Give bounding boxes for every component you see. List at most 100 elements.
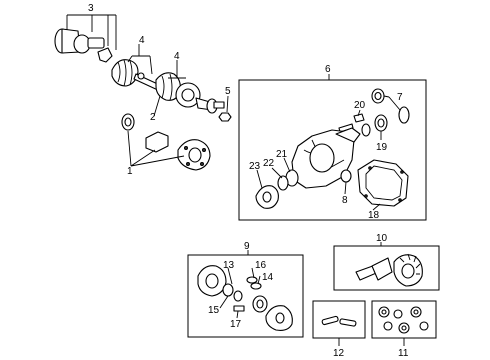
carrier-bore bbox=[309, 143, 335, 173]
side-gear bbox=[222, 283, 234, 297]
bearing-19-inner bbox=[377, 118, 385, 128]
carrier-assembly bbox=[255, 88, 410, 211]
cover-bolt bbox=[368, 166, 372, 170]
axle-clamp bbox=[137, 72, 145, 80]
callout-2: 2 bbox=[150, 112, 156, 123]
axle-stub bbox=[87, 37, 105, 49]
seal-7-b bbox=[398, 106, 410, 124]
shim-kit bbox=[321, 315, 357, 327]
callout-8: 8 bbox=[342, 195, 348, 206]
callout-18: 18 bbox=[368, 210, 380, 221]
gear-kit bbox=[378, 306, 429, 334]
callout-1: 1 bbox=[127, 166, 133, 177]
flange-bolt-hole bbox=[186, 162, 190, 166]
diff-case-bore bbox=[205, 273, 219, 289]
box-6-carrier-assembly bbox=[238, 79, 427, 221]
callout-20: 20 bbox=[354, 100, 366, 111]
callout-11: 11 bbox=[398, 348, 409, 359]
ring-gear-center bbox=[401, 263, 415, 279]
leader-15 bbox=[219, 295, 229, 309]
callout-13: 13 bbox=[223, 260, 235, 271]
seal-8 bbox=[340, 169, 352, 183]
callout-6: 6 bbox=[325, 64, 331, 75]
boot-ribs bbox=[117, 59, 133, 87]
pinion-washer-2 bbox=[250, 282, 262, 290]
axle-outer-spline bbox=[213, 101, 225, 109]
kit-gear-6 bbox=[419, 321, 429, 331]
leader-23 bbox=[256, 169, 263, 189]
cover-bolt bbox=[398, 198, 402, 202]
pinion-washer bbox=[246, 276, 258, 284]
carrier-nose bbox=[335, 127, 361, 143]
spacer bbox=[361, 123, 371, 137]
leader-2 bbox=[153, 95, 161, 117]
callout-4-left: 4 bbox=[139, 35, 145, 46]
axle-outer-joint-center bbox=[181, 88, 195, 102]
axle-nut bbox=[218, 112, 232, 122]
kit-gear-2 bbox=[393, 309, 403, 319]
side-gear-2-hub bbox=[275, 312, 285, 324]
callout-7: 7 bbox=[397, 92, 403, 103]
vent-plug bbox=[353, 113, 365, 123]
shim-b bbox=[339, 318, 357, 327]
flange-bolt-hole bbox=[200, 162, 204, 166]
thrust-washer bbox=[233, 290, 243, 302]
shim-a bbox=[321, 315, 339, 326]
side-seal-22 bbox=[277, 175, 289, 191]
leader-8 bbox=[344, 181, 347, 195]
seal-7-a-inner bbox=[374, 91, 382, 101]
pinion-shaft bbox=[233, 305, 245, 312]
kit-gear-3-hub bbox=[413, 309, 419, 315]
leader-17 bbox=[236, 310, 239, 319]
callout-10: 10 bbox=[376, 233, 388, 244]
kit-gear-5-hub bbox=[401, 325, 407, 331]
boot-ribs-2 bbox=[161, 73, 173, 101]
cover-bolt bbox=[364, 194, 368, 198]
ring-pinion-gears bbox=[355, 253, 423, 287]
callout-19: 19 bbox=[376, 142, 388, 153]
leader-3 bbox=[66, 14, 117, 50]
axle-spider bbox=[97, 47, 113, 63]
leader-5 bbox=[226, 95, 229, 113]
side-flange-hub bbox=[262, 191, 272, 203]
leader-16 bbox=[251, 267, 255, 279]
kit-gear-4 bbox=[383, 321, 393, 331]
flange-bolt-hole bbox=[184, 146, 188, 150]
leader-4a bbox=[127, 44, 153, 75]
leader-7 bbox=[383, 95, 401, 111]
flange-bolt-hole bbox=[202, 148, 206, 152]
box-10-ring-pinion bbox=[333, 245, 440, 291]
cover-bolt bbox=[400, 170, 404, 174]
pinion-gear-10 bbox=[371, 257, 393, 281]
flange-nut bbox=[145, 131, 169, 153]
callout-16: 16 bbox=[255, 260, 267, 271]
callout-21: 21 bbox=[276, 149, 288, 160]
rear-cover-rim bbox=[365, 165, 403, 201]
box-12-shims bbox=[312, 300, 366, 339]
diff-bearing-inner bbox=[256, 299, 264, 309]
callout-3: 3 bbox=[88, 3, 94, 14]
box-9-differential bbox=[187, 254, 304, 338]
callout-23: 23 bbox=[249, 161, 261, 172]
leader-22 bbox=[271, 167, 283, 179]
callout-4-right: 4 bbox=[174, 51, 180, 62]
callout-15: 15 bbox=[208, 305, 220, 316]
callout-22: 22 bbox=[263, 158, 275, 169]
leader-21 bbox=[283, 157, 291, 173]
ring-gear-teeth bbox=[399, 253, 421, 275]
leader-18 bbox=[372, 203, 381, 211]
callout-9: 9 bbox=[244, 241, 250, 252]
leader-lines-left bbox=[66, 14, 229, 167]
callout-12: 12 bbox=[333, 348, 345, 359]
axle-shaft-assembly bbox=[54, 28, 232, 122]
flange-hub bbox=[188, 147, 202, 163]
callout-5: 5 bbox=[225, 86, 231, 97]
leader-20 bbox=[357, 109, 361, 117]
leader-14 bbox=[257, 275, 261, 285]
leader-13 bbox=[227, 267, 233, 285]
callout-17: 17 bbox=[230, 319, 242, 330]
leader-4b bbox=[168, 60, 186, 79]
differential-internals bbox=[197, 265, 293, 331]
kit-gear-1-hub bbox=[381, 309, 387, 315]
